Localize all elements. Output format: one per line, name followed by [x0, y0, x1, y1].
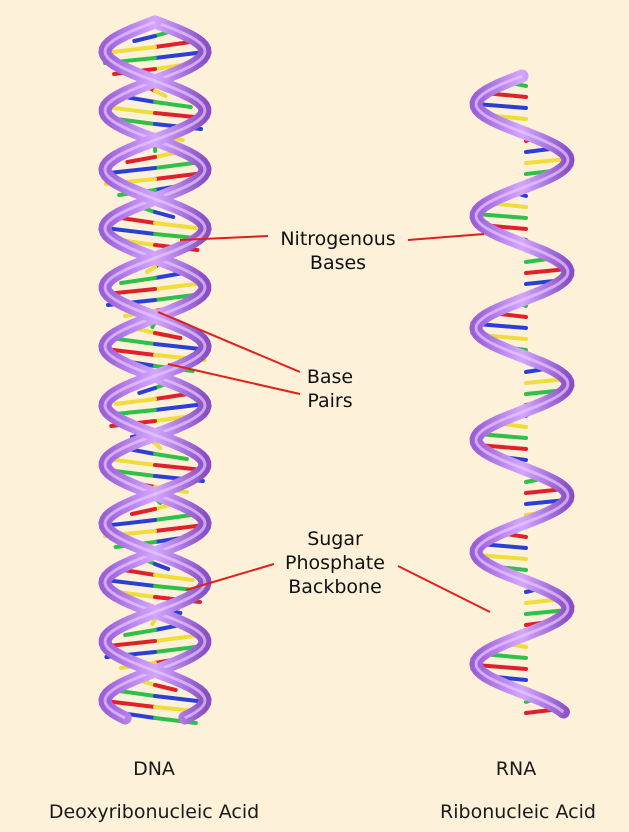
dna-base: [155, 333, 180, 338]
dna-base: [155, 223, 196, 228]
dna-base: [155, 344, 200, 349]
label-backbone-line3: Backbone: [270, 576, 400, 600]
dna-base: [155, 454, 187, 459]
dna-base: [109, 168, 155, 173]
dna-base: [155, 91, 166, 96]
rna-sugar-phosphate-backbone: [476, 76, 568, 712]
dna-base: [155, 102, 191, 107]
dna-base: [127, 157, 155, 162]
leader-backbone-rna: [398, 566, 490, 612]
dna-base: [111, 520, 155, 525]
label-base-pairs: Base Pairs: [290, 366, 370, 414]
dna-base: [121, 278, 155, 283]
dna-base: [113, 47, 155, 52]
label-nitrogenous-bases: Nitrogenous Bases: [268, 228, 408, 276]
dna-base: [155, 696, 197, 701]
dna-base: [155, 443, 160, 448]
label-sugar-phosphate-backbone: Sugar Phosphate Backbone: [270, 528, 400, 599]
dna-base: [155, 685, 176, 690]
caption-rna-full-name: Ribonucleic Acid: [418, 801, 618, 823]
dna-base: [139, 388, 155, 393]
dna-base: [125, 630, 155, 635]
dna-base: [155, 564, 168, 569]
rna-base: [476, 214, 526, 218]
label-base-pairs-line2: Pairs: [290, 390, 370, 414]
label-backbone-line2: Phosphate: [270, 552, 400, 576]
dna-base: [155, 575, 193, 580]
label-backbone-line1: Sugar: [270, 528, 400, 552]
dna-base: [155, 212, 173, 217]
label-nitrogenous-line1: Nitrogenous: [268, 228, 408, 252]
dna-base: [147, 267, 155, 272]
dna-base: [116, 399, 155, 404]
label-nitrogenous-line2: Bases: [268, 252, 408, 276]
dna-base: [132, 509, 155, 514]
caption-dna: DNA: [104, 758, 204, 780]
caption-dna-full-name: Deoxyribonucleic Acid: [0, 801, 308, 823]
caption-rna: RNA: [476, 758, 556, 780]
leader-nitro-rna: [408, 234, 484, 240]
label-base-pairs-line1: Base: [290, 366, 370, 390]
dna-base: [134, 36, 155, 41]
dna-base: [108, 641, 155, 646]
rna-backbone: [476, 76, 568, 712]
